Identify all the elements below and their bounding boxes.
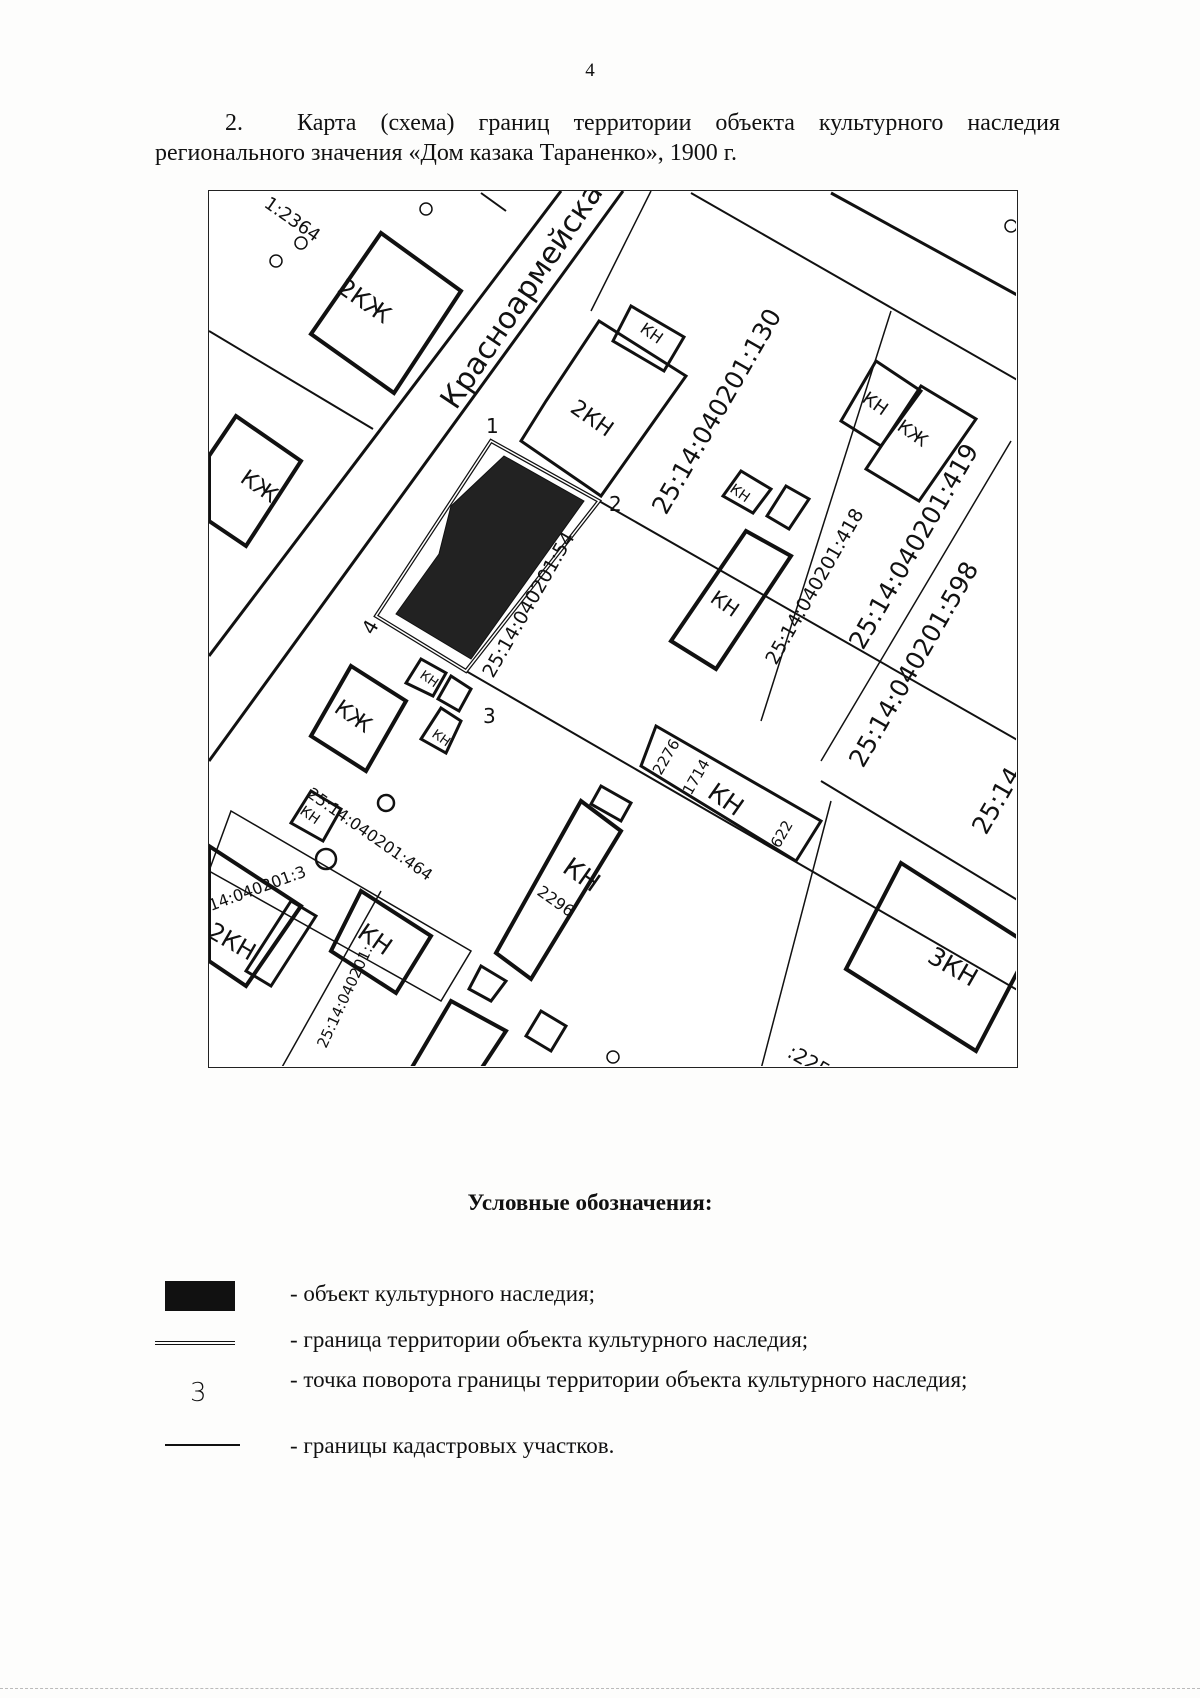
street-label: Красноармейская xyxy=(434,191,621,415)
parcel-label: 25:14:040201:598 xyxy=(843,557,984,772)
parcel-label: 25:14:040201:419 xyxy=(843,439,984,654)
building-label: КН xyxy=(858,388,892,420)
building-2kn xyxy=(518,318,689,499)
parcel-label: 1:2364 xyxy=(260,193,324,247)
building-kzh xyxy=(207,413,304,549)
building-label: 3КН xyxy=(923,941,983,992)
legend-item: - границы кадастровых участков. xyxy=(290,1433,615,1458)
legend-symbol-cadastral-boundary xyxy=(165,1444,240,1446)
building-label: 2КН xyxy=(566,395,618,442)
legend-item: - граница территории объекта культурного… xyxy=(290,1327,809,1352)
turning-point-2: 2 xyxy=(609,492,622,516)
page-number: 4 xyxy=(585,60,595,81)
parcel-label: 14:040201:3 xyxy=(209,862,309,915)
heading-number: 2. xyxy=(225,110,243,136)
parcel-label: 25:14 xyxy=(966,762,1016,839)
building-label: 2КЖ xyxy=(333,273,397,329)
parcel-boundary xyxy=(208,330,374,430)
building-number: 2276 xyxy=(649,736,684,778)
legend-symbol-heritage-object xyxy=(165,1281,235,1311)
street-edge xyxy=(207,190,563,657)
heading-text: Карта (схема) границ территории объекта … xyxy=(155,110,1060,166)
street-edge xyxy=(207,190,625,762)
turning-point-3: 3 xyxy=(483,704,496,728)
heritage-object xyxy=(395,455,585,660)
legend-item: - точка поворота границы территории объе… xyxy=(290,1367,968,1392)
building-label: КН xyxy=(706,585,744,621)
building-label: КН xyxy=(557,852,605,898)
building-2kzh xyxy=(308,230,464,396)
parcel-label: :225 xyxy=(784,1040,835,1066)
map-heading: 2.Карта (схема) границ территории объект… xyxy=(155,108,1060,168)
legend-item: - объект культурного наследия; xyxy=(290,1281,595,1306)
cadastral-map: Красноармейская 1 2 3 4 1:2364 25:14:040… xyxy=(203,162,1034,1083)
building-label: КН xyxy=(703,777,750,822)
building-3kn xyxy=(843,860,1034,1054)
building-label: КЖ xyxy=(330,695,377,738)
page-edge xyxy=(0,1688,1200,1689)
turning-point-1: 1 xyxy=(486,414,499,438)
map-drawing: Красноармейская 1 2 3 4 1:2364 25:14:040… xyxy=(203,162,1034,1083)
legend-symbol-turning-point: 3 xyxy=(190,1378,207,1408)
legend-title: Условные обозначения: xyxy=(467,1190,713,1215)
parcel-boundary xyxy=(690,192,1020,382)
legend-symbol-territory-boundary xyxy=(155,1341,235,1345)
